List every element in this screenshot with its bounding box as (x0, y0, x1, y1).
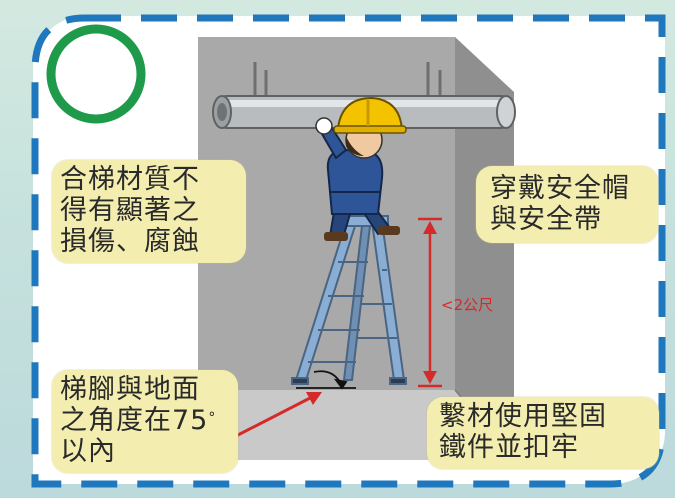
pipe-hangers (253, 62, 442, 96)
worker-on-ladder-illustration (315, 96, 407, 241)
note-line: 與安全帶 (490, 204, 602, 235)
note-ladder-angle: 梯腳與地面 之角度在75° 以內 (52, 370, 238, 473)
right-wall (455, 37, 514, 460)
correct-circle-icon (46, 24, 146, 124)
note-tie-material: 繫材使用堅固 鐵件並扣牢 (427, 397, 659, 469)
angle-pointer-arrow (235, 392, 322, 438)
note-ladder-material: 合梯材質不 得有顯著之 損傷、腐蝕 (52, 160, 246, 263)
note-line: 鐵件並扣牢 (439, 432, 579, 463)
dashed-frame (31, 14, 666, 488)
note-line: 繫材使用堅固 (439, 401, 607, 432)
note-line: 以內 (60, 436, 116, 467)
note-safety-gear: 穿戴安全帽 與安全帶 (476, 166, 658, 243)
note-line: 得有顯著之 (60, 195, 200, 226)
angle-text: 之角度在75 (60, 405, 209, 436)
height-arrow (418, 217, 442, 388)
note-line: 穿戴安全帽 (490, 173, 630, 204)
degree-symbol: ° (208, 410, 217, 426)
angle-marker (296, 370, 356, 390)
note-line: 之角度在75° (60, 405, 234, 436)
note-line: 合梯材質不 (60, 164, 200, 195)
ladder (291, 215, 407, 385)
height-limit-label: <2公尺 (441, 296, 494, 314)
note-line: 梯腳與地面 (60, 374, 200, 405)
note-line: 損傷、腐蝕 (60, 226, 200, 257)
